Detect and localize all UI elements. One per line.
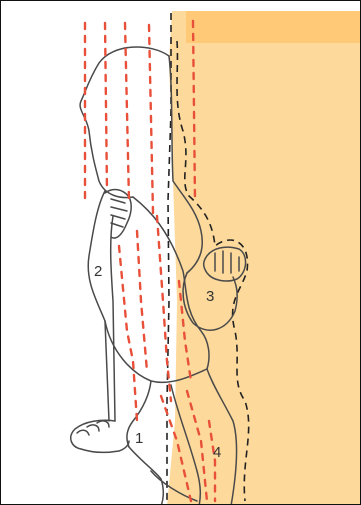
left-foot-outline [71, 420, 129, 452]
region-label-2: 2 [94, 263, 102, 280]
region-label-3: 3 [206, 288, 214, 305]
guide-dash-line [137, 231, 147, 371]
head-outline [80, 47, 169, 198]
region-label-1: 1 [135, 430, 143, 447]
region-label-4: 4 [213, 444, 221, 461]
left-arm-inner [111, 216, 115, 421]
wall-region [167, 11, 361, 505]
guide-dash-line [119, 246, 137, 421]
left-hand-fingers [111, 199, 127, 227]
left-foot-toes [77, 421, 109, 435]
guide-dash-line [105, 23, 107, 191]
wall-fill [167, 11, 361, 505]
guide-dash-line [149, 25, 153, 213]
left-leg-lower [129, 447, 163, 505]
left-arm-outline [88, 191, 109, 421]
guide-dash-line [125, 23, 129, 201]
wall-top-band [186, 11, 361, 43]
